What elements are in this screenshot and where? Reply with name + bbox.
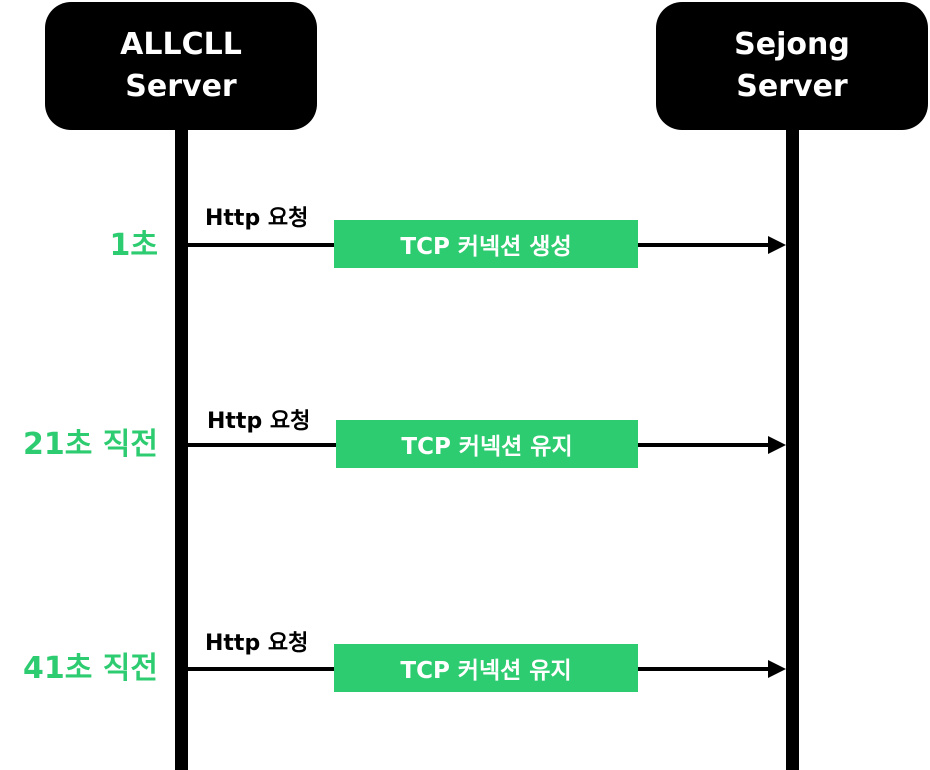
time-label-2: 21초 직전 [23,427,158,462]
actor-allcll-line2: Server [125,69,237,104]
arrow-head-icon-2 [768,436,786,454]
actor-allcll-server: ALLCLL Server [45,2,317,130]
time-label-3: 41초 직전 [23,651,158,686]
message-box-3: TCP 커넥션 유지 [334,644,638,692]
lifeline-sejong [786,130,799,770]
actor-allcll-line1: ALLCLL [120,27,242,62]
lifeline-allcll [175,130,188,770]
arrow-head-icon-1 [768,236,786,254]
http-request-label-1: Http 요청 [205,206,309,231]
time-label-1: 1초 [109,228,158,263]
actor-sejong-server: Sejong Server [656,2,928,130]
http-request-label-3: Http 요청 [205,631,309,656]
http-request-label-2: Http 요청 [207,409,311,434]
arrow-head-icon-3 [768,660,786,678]
message-box-1: TCP 커넥션 생성 [334,220,638,268]
message-box-2: TCP 커넥션 유지 [336,420,638,468]
actor-sejong-line1: Sejong [734,27,850,62]
actor-sejong-line2: Server [736,69,848,104]
